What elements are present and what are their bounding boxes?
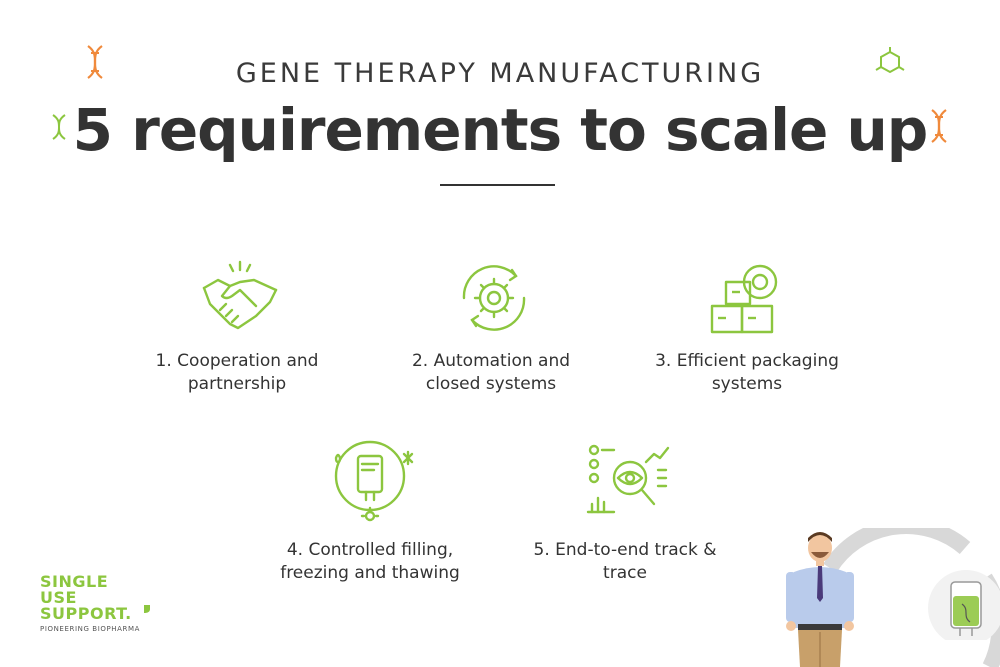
eye-analytics-icon	[586, 444, 670, 514]
title-divider	[440, 184, 555, 186]
dna-icon	[931, 109, 947, 143]
cell-bag-icon	[334, 440, 414, 522]
brand-line: USE	[40, 588, 77, 607]
brand-leaf-icon	[144, 605, 150, 613]
boxes-gear-icon	[710, 264, 778, 334]
molecule-icon	[875, 47, 905, 74]
requirement-label: 4. Controlled filling, freezing and thaw…	[280, 540, 460, 583]
requirement-label: 5. End-to-end track & trace	[533, 540, 717, 583]
cell-bag-illustration	[928, 570, 1000, 640]
brand-line: SINGLE	[40, 572, 109, 591]
brand-tagline: PIONEERING BIOPHARMA	[40, 625, 141, 633]
requirement-label: 3. Efficient packaging systems	[655, 351, 839, 394]
requirement-label: 2. Automation and closed systems	[411, 351, 571, 394]
brand-logo: SINGLE USE SUPPORT.	[40, 574, 132, 622]
scientist-illustration	[786, 532, 854, 667]
gear-cycle-icon	[462, 265, 526, 331]
dna-icon	[52, 114, 66, 140]
page-title: 5 requirements to scale up	[72, 96, 929, 164]
requirement-label: 1. Cooperation and partnership	[155, 351, 319, 394]
dna-icon	[87, 45, 103, 79]
handshake-icon	[202, 260, 278, 330]
brand-line: SUPPORT.	[40, 604, 132, 623]
page-subtitle: GENE THERAPY MANUFACTURING	[235, 58, 765, 89]
